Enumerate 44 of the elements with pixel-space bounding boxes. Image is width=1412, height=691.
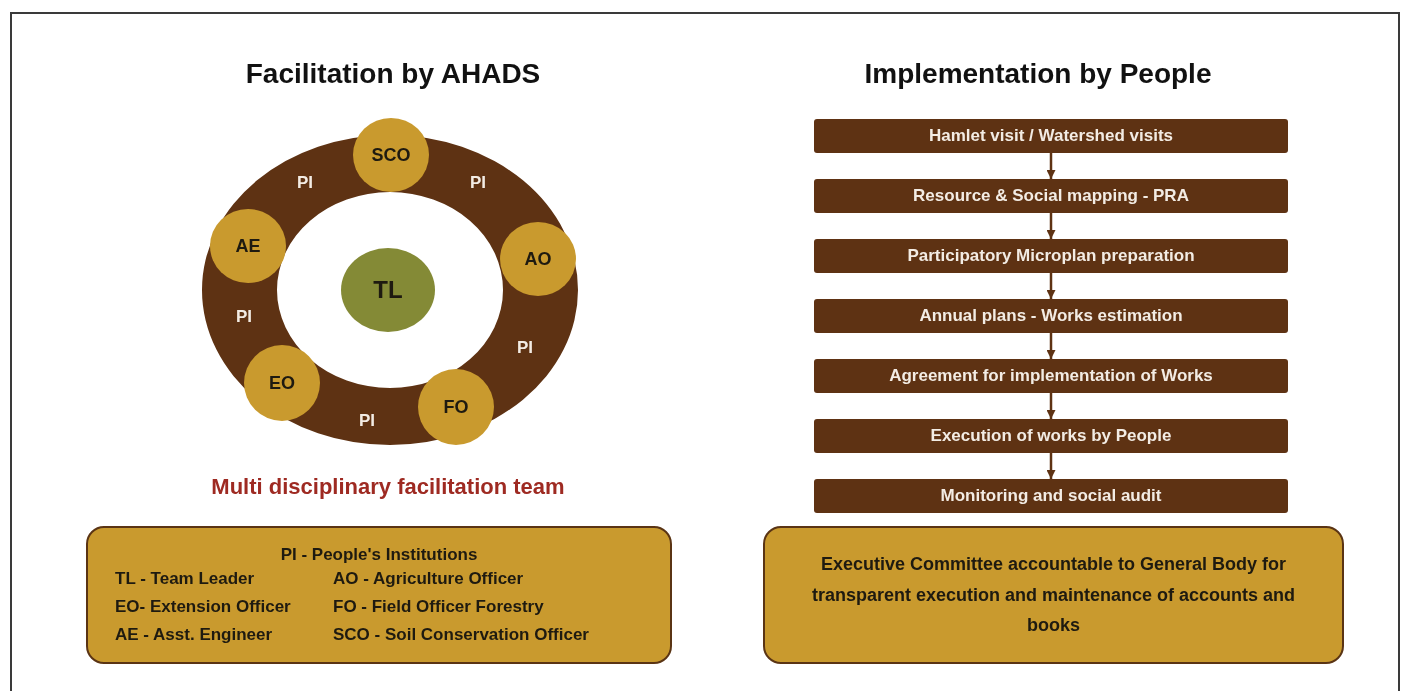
step-label: Resource & Social mapping - PRA [913,186,1189,206]
flow-arrow [1046,213,1056,239]
role-abbreviation: TL [373,276,403,304]
process-step [814,299,1288,333]
key-entry: AO - Agriculture Officer [333,569,525,589]
step-label: Participatory Microplan preparation [907,246,1195,266]
key-entry: FO - Field Officer Forestry [333,597,545,617]
process-step [814,239,1288,273]
ring-label: PI [358,411,376,431]
flow-arrow [1046,393,1056,419]
note-panel [763,526,1344,664]
ring-label: PI [235,307,253,327]
process-step [814,419,1288,453]
section-heading: Facilitation by AHADS [245,58,541,90]
role-abbreviation: AO [524,248,552,270]
key-panel [86,526,672,664]
ring-label: PI [516,338,534,358]
step-label: Agreement for implementation of Works [889,366,1213,386]
key-entry: SCO - Soil Conservation Officer [333,625,590,645]
process-step [814,359,1288,393]
process-step [814,479,1288,513]
key-entry: EO- Extension Officer [115,597,292,617]
role-abbreviation: EO [269,372,295,394]
note-text: Executive Committee accountable to General Body for transparent execution and maintenance of accounts and books [810,553,1297,638]
flow-arrow [1046,453,1056,479]
flow-arrow [1046,153,1056,179]
caption-text: Multi disciplinary facilitation team [211,474,565,500]
step-label: Annual plans - Works estimation [919,306,1183,326]
flow-arrow [1046,273,1056,299]
section-heading: Implementation by People [864,58,1212,90]
ring-label: PI [296,173,314,193]
role-abbreviation: FO [443,396,469,418]
step-label: Execution of works by People [930,426,1172,446]
key-heading: PI - People's Institutions [280,545,478,565]
step-label: Monitoring and social audit [940,486,1162,506]
flow-arrow [1046,333,1056,359]
step-label: Hamlet visit / Watershed visits [928,126,1174,146]
process-step [814,179,1288,213]
role-abbreviation: AE [235,235,261,257]
ring-label: PI [469,173,487,193]
process-step [814,119,1288,153]
key-entry: AE - Asst. Engineer [115,625,274,645]
role-abbreviation: SCO [371,144,411,166]
key-entry: TL - Team Leader [115,569,256,589]
